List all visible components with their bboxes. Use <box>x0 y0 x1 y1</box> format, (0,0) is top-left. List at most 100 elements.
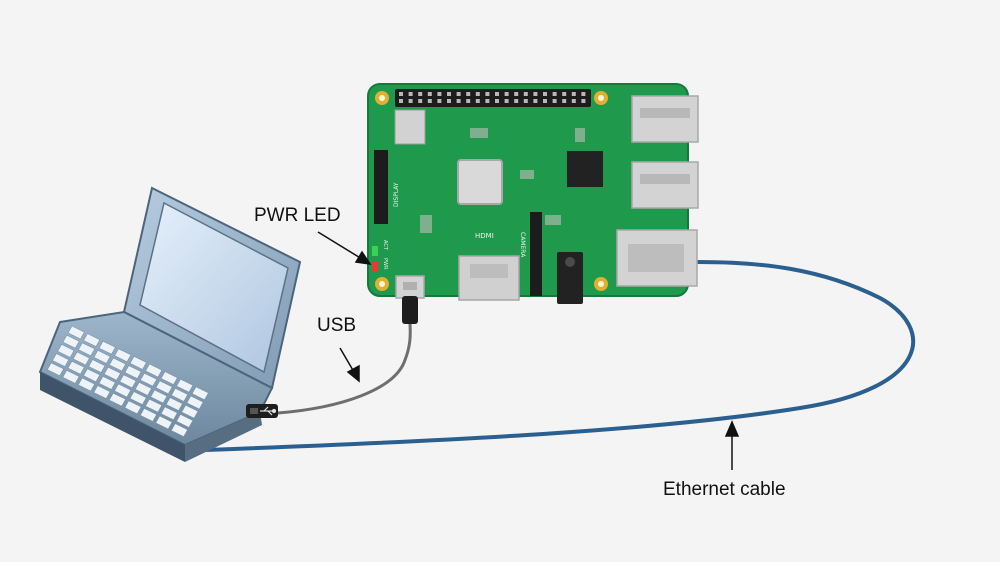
keyboard-key <box>98 340 116 355</box>
keyboard-key <box>62 334 80 349</box>
usb-label: USB <box>317 315 356 336</box>
keyboard-key <box>108 392 127 407</box>
gpio-pin <box>514 99 519 103</box>
gpio-pin <box>533 92 538 96</box>
micro-usb-plug <box>402 296 418 324</box>
keyboard-key <box>114 383 132 398</box>
keyboard-key <box>57 344 75 358</box>
laptop <box>38 186 302 462</box>
keyboard-key <box>176 378 194 393</box>
usb-plug <box>246 404 278 418</box>
gpio-pin <box>466 99 471 103</box>
ethernet-cable-pointer <box>724 420 740 470</box>
camera-silkscreen: CAMERA <box>519 232 526 258</box>
gpio-pin <box>514 92 519 96</box>
keyboard-key <box>181 404 199 419</box>
gpio-pin <box>466 92 471 96</box>
usb-port-bottom <box>631 161 699 209</box>
keyboard-key <box>124 365 142 379</box>
keyboard-key <box>134 382 152 396</box>
gpio-pin <box>475 92 480 96</box>
keyboard-key <box>88 359 106 373</box>
keyboard-key <box>77 377 96 392</box>
keyboard-key <box>72 351 90 366</box>
keyboard-key <box>139 372 158 387</box>
gpio-pin <box>399 92 403 96</box>
gpio-pin <box>437 99 442 103</box>
keyboard-key <box>119 374 137 389</box>
usb-icon <box>260 406 277 416</box>
keyboard-key <box>98 376 116 390</box>
gpio-pin <box>408 99 413 103</box>
hdmi-port <box>458 255 520 301</box>
gpio-header <box>395 89 591 107</box>
audio-jack <box>557 252 583 304</box>
gpio-pin <box>571 92 576 96</box>
keyboard-key <box>191 386 209 401</box>
keyboard-key <box>139 408 158 422</box>
keyboard-key <box>108 357 127 372</box>
gpio-pin <box>543 99 547 103</box>
pwr-silkscreen: PWR <box>382 258 388 270</box>
keyboard-key <box>150 389 168 404</box>
laptop-side-edge <box>185 412 262 462</box>
pwr-led-label: PWR LED <box>254 205 341 226</box>
board-component <box>575 128 585 142</box>
gpio-pin <box>543 92 547 96</box>
laptop-front-edge <box>40 372 185 462</box>
gpio-pin <box>456 92 461 96</box>
raspberry-pi-board: DISPLAY CAMERA HDMI ACT PWR <box>367 83 699 324</box>
keyboard-key <box>67 360 85 375</box>
gpio-pin <box>533 99 538 103</box>
keyboard-key <box>155 380 173 395</box>
board-component <box>520 170 534 179</box>
camera-connector <box>530 212 542 296</box>
keyboard-key <box>114 348 132 363</box>
board-component <box>420 215 432 233</box>
gpio-pins <box>399 92 586 103</box>
gpio-pin <box>495 92 499 96</box>
ethernet-cable <box>203 260 916 452</box>
keyboard-key <box>145 398 163 413</box>
lan-chip <box>567 151 603 187</box>
gpio-pin <box>475 99 480 103</box>
keyboard-key <box>93 385 111 399</box>
keyboard-key <box>129 356 147 370</box>
board-component <box>470 128 488 138</box>
gpio-pin <box>427 99 432 103</box>
keyboard-key <box>67 325 85 340</box>
gpio-pin <box>523 92 528 96</box>
laptop-screen <box>139 201 289 374</box>
gpio-pin <box>427 92 432 96</box>
gpio-pin <box>562 99 567 103</box>
gpio-pin <box>495 99 499 103</box>
keyboard-key <box>170 423 189 437</box>
activity-led <box>372 246 378 256</box>
keyboard-key <box>176 414 194 428</box>
keyboard-key <box>186 395 204 410</box>
keyboard-key <box>83 368 101 383</box>
mounting-holes <box>375 91 608 291</box>
gpio-pin <box>437 92 442 96</box>
soc-chip <box>457 159 503 205</box>
keyboard-key <box>160 406 178 421</box>
keyboard-key <box>124 400 142 415</box>
keyboard-key <box>46 362 65 377</box>
gpio-pin <box>581 99 586 103</box>
keyboard-key <box>83 333 101 347</box>
gpio-pin <box>552 99 557 103</box>
board-component <box>545 215 561 225</box>
gpio-pin <box>418 99 423 103</box>
pwr-led-pointer <box>317 231 372 265</box>
keyboard-key <box>170 388 189 402</box>
gpio-pin <box>456 99 461 103</box>
gpio-pin <box>562 92 567 96</box>
gpio-pin <box>447 92 451 96</box>
keyboard-key <box>129 391 147 405</box>
ethernet-cable-label: Ethernet cable <box>663 479 786 500</box>
keyboard-key <box>155 415 173 430</box>
keyboard-key <box>160 371 178 385</box>
gpio-pin <box>408 92 413 96</box>
